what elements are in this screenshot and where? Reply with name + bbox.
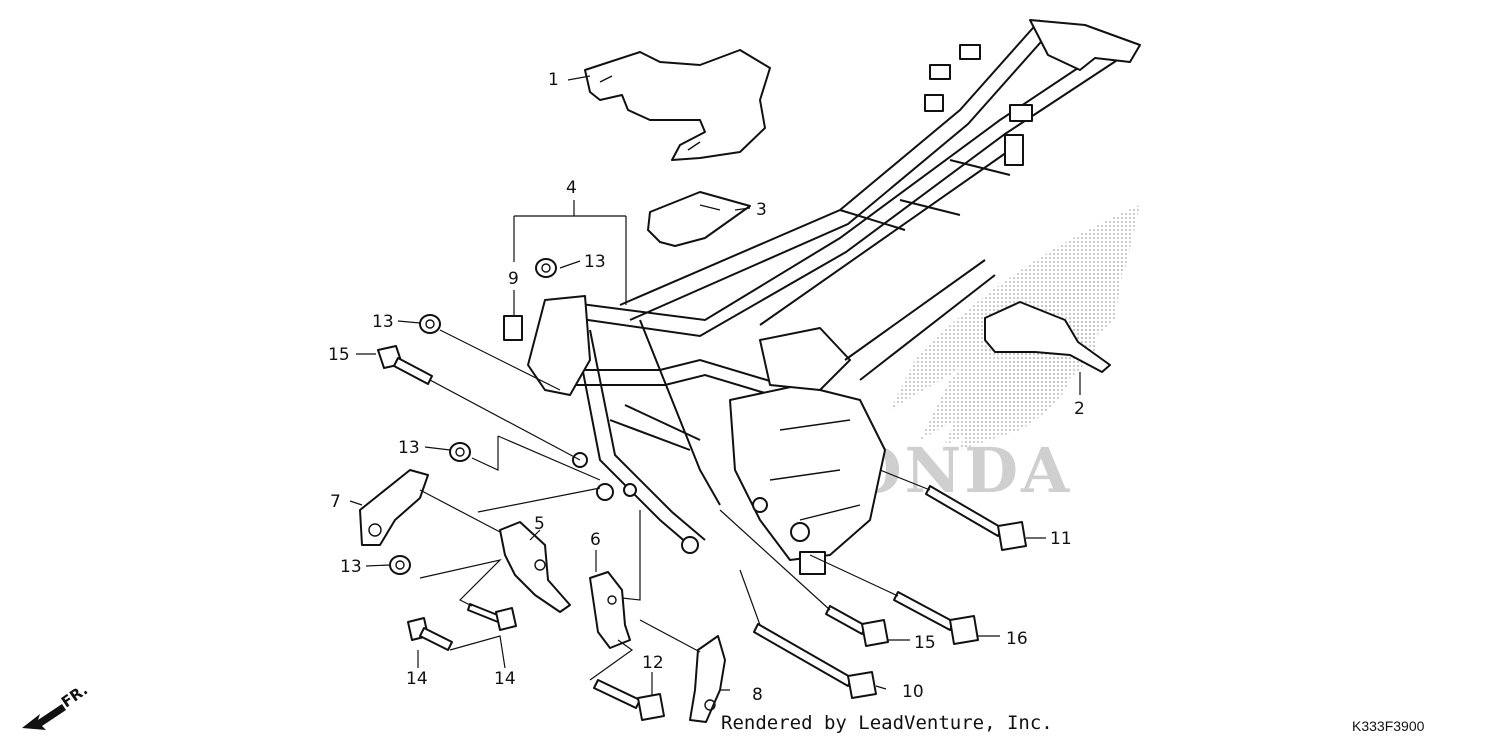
bolt-12 (593, 679, 665, 721)
callout-14-b: 14 (494, 669, 516, 689)
callout-13-b: 13 (372, 312, 394, 332)
leader-lines (349, 75, 1081, 696)
callout-3: 3 (756, 200, 767, 220)
callout-9: 9 (508, 269, 519, 289)
bracket-plate (689, 635, 726, 723)
callout-5: 5 (534, 514, 545, 534)
bolt-14-a (407, 617, 453, 651)
hanger-bracket (589, 571, 631, 649)
bolt-11 (925, 485, 1027, 551)
frame-cover-plate (647, 191, 751, 247)
front-direction-arrow-icon: FR. (22, 681, 91, 730)
callout-13-a: 13 (584, 252, 606, 272)
nut-13-d (389, 555, 411, 575)
label-plate (503, 315, 523, 341)
callout-15-b: 15 (914, 633, 936, 653)
bolt-15-b (825, 605, 889, 647)
seat-bracket-plate (584, 49, 771, 161)
callout-12: 12 (642, 653, 664, 673)
bolt-14-b (467, 603, 517, 631)
callout-13-c: 13 (398, 438, 420, 458)
callout-14-a: 14 (406, 669, 428, 689)
callout-2: 2 (1074, 399, 1085, 419)
diagram-code: K333F3900 (1352, 718, 1425, 734)
bolt-15-a (377, 345, 433, 385)
bolt-10 (753, 623, 877, 699)
callout-6: 6 (590, 530, 601, 550)
callout-4: 4 (566, 178, 577, 198)
callout-10: 10 (902, 682, 924, 702)
callout-8: 8 (752, 685, 763, 705)
side-plate (984, 301, 1111, 373)
callout-11: 11 (1050, 529, 1072, 549)
nut-13-c (449, 442, 471, 462)
callout-7: 7 (330, 492, 341, 512)
callout-13-d: 13 (340, 557, 362, 577)
motorcycle-frame (527, 19, 1141, 575)
engine-hanger-plate (359, 469, 429, 546)
callout-15-a: 15 (328, 345, 350, 365)
nut-13-b (419, 314, 441, 334)
bolt-16 (893, 591, 979, 645)
callout-numbers: 1 2 3 4 9 13 13 15 13 7 5 6 13 14 14 12 … (328, 70, 1085, 705)
nut-13-a (535, 258, 557, 278)
render-credit: Rendered by LeadVenture, Inc. (721, 712, 1053, 734)
callout-1: 1 (548, 70, 559, 90)
callout-16: 16 (1006, 629, 1028, 649)
